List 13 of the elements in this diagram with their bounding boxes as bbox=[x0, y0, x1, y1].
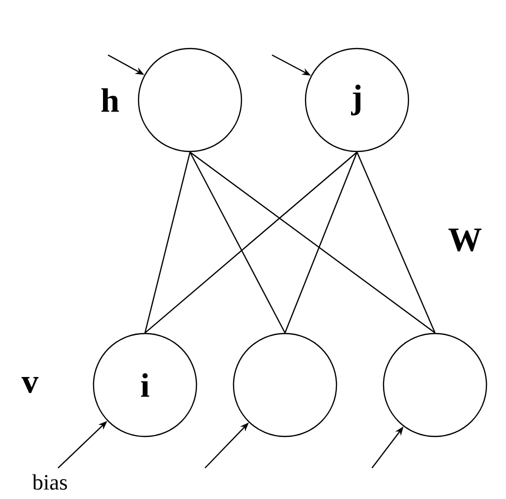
layer-label: h bbox=[101, 88, 119, 112]
neuron-circle bbox=[232, 332, 338, 438]
weight-line bbox=[144, 152, 191, 334]
weight-line bbox=[189, 152, 286, 334]
weight-line bbox=[144, 152, 358, 334]
neuron-circle bbox=[138, 48, 242, 152]
neuron-circle bbox=[382, 332, 488, 438]
weight-line bbox=[190, 152, 436, 334]
weight-line bbox=[356, 152, 436, 334]
layer-label: W bbox=[448, 228, 482, 252]
bias-label: bias bbox=[32, 474, 67, 490]
weight-line bbox=[284, 152, 358, 334]
layer-label: v bbox=[22, 377, 38, 393]
